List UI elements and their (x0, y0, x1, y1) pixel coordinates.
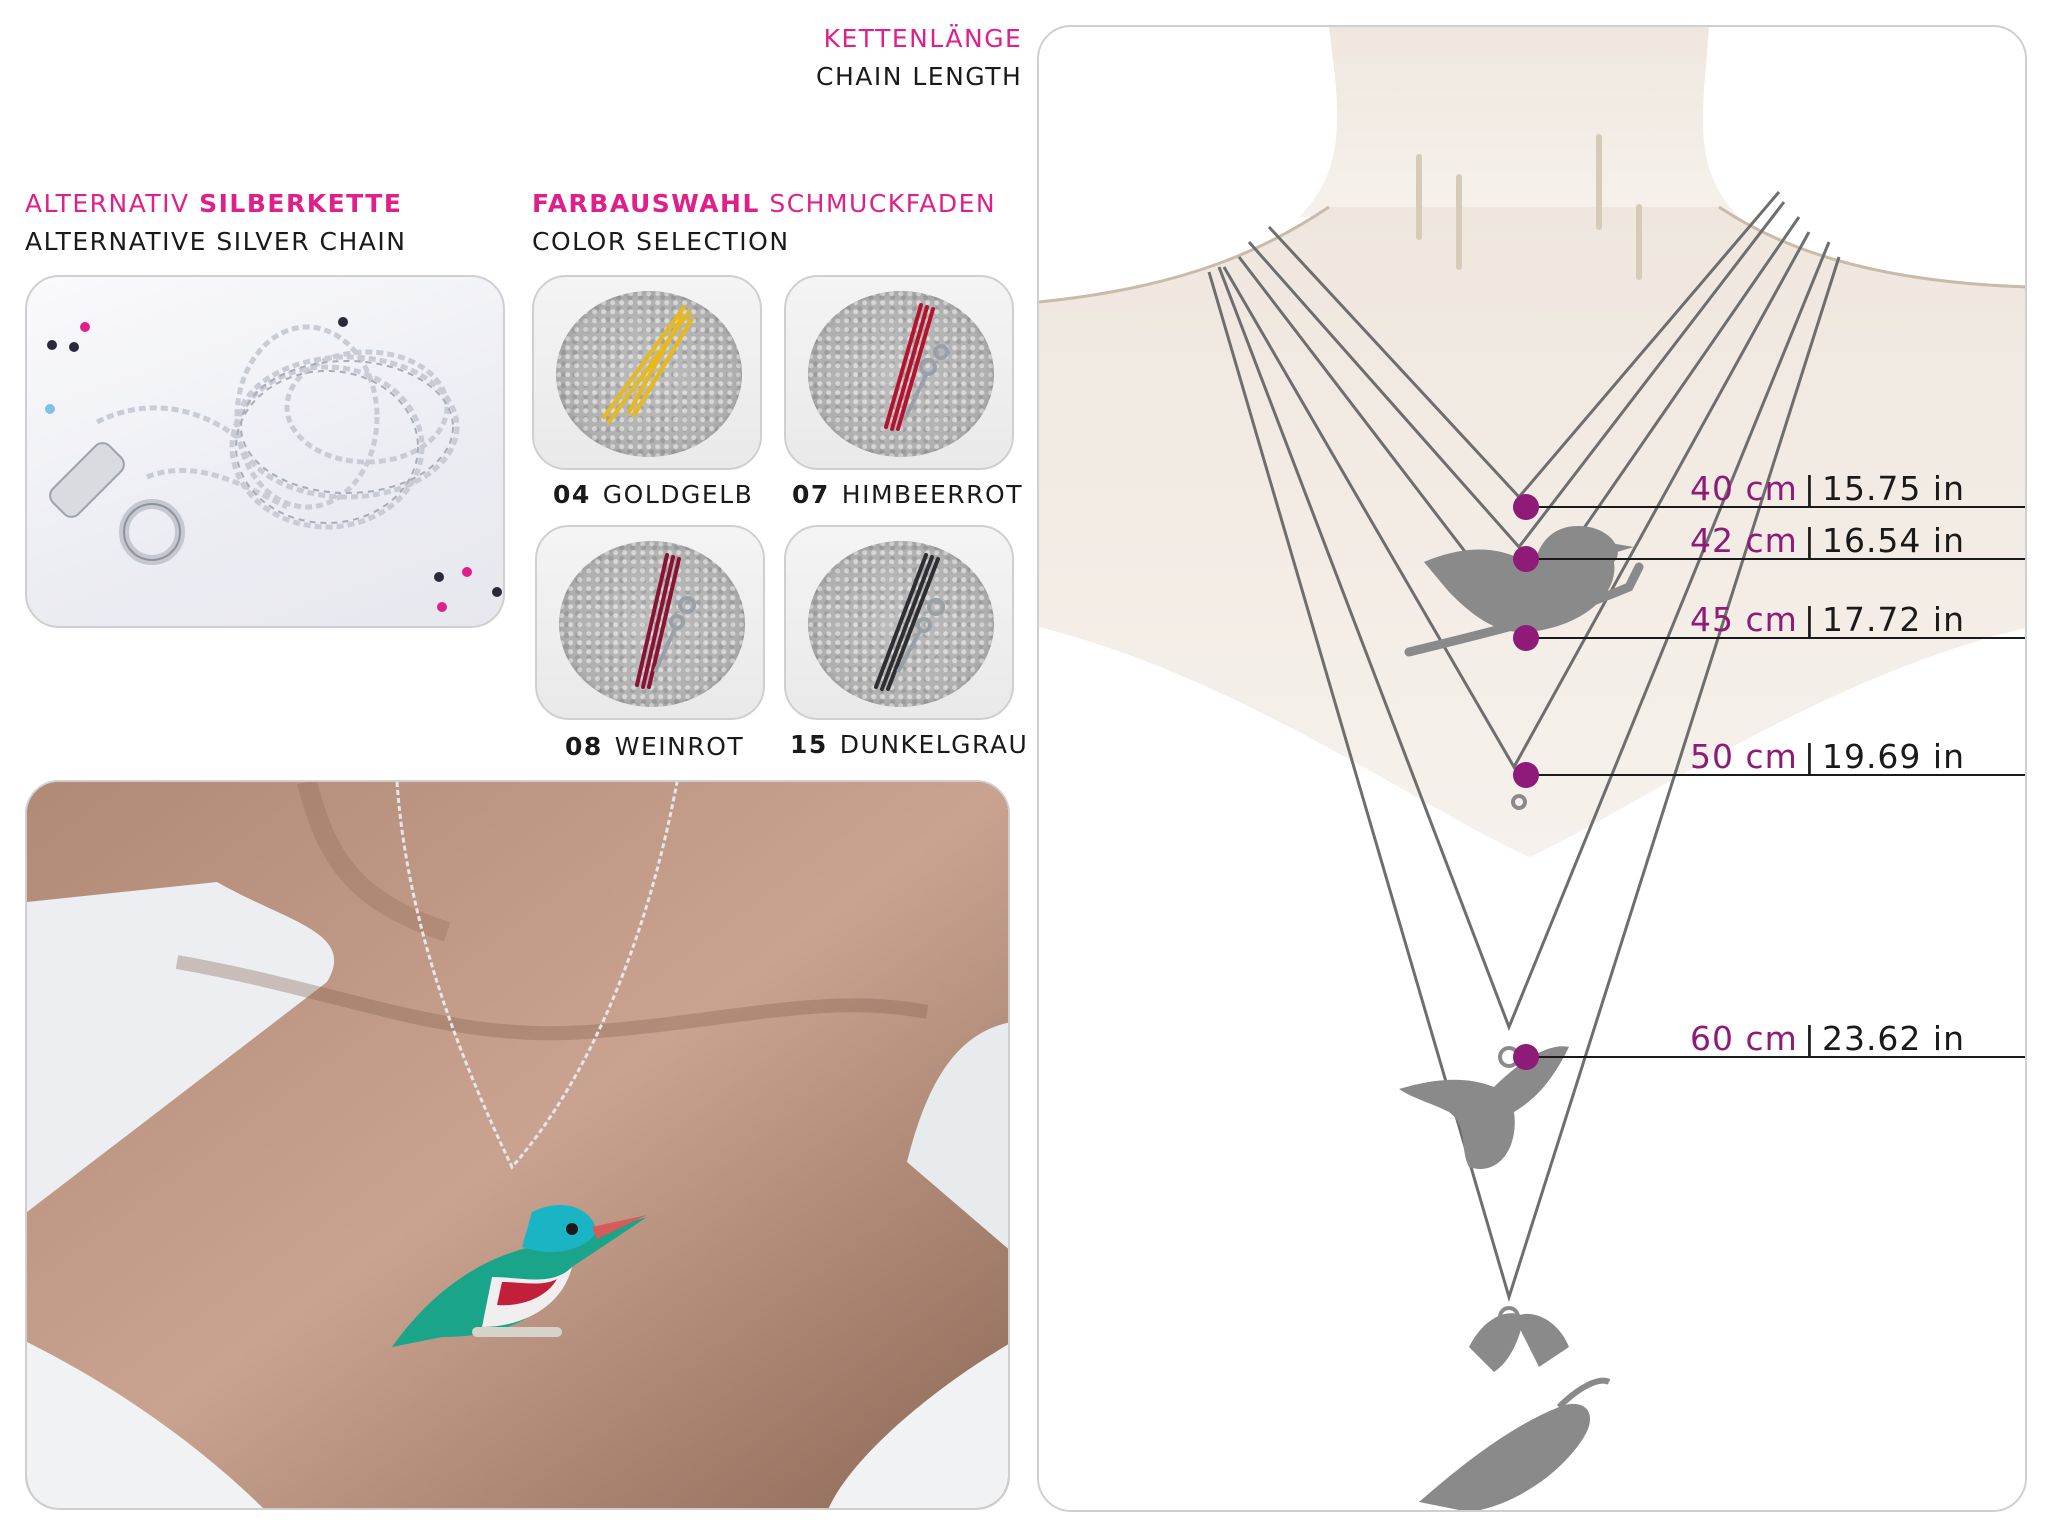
model-photo (25, 780, 1010, 1510)
swatch-label-dunkelgrau: 15 DUNKELGRAU (790, 730, 1028, 759)
silver-chain-title-de: ALTERNATIV SILBERKETTE (25, 185, 406, 223)
chain-length-title-de: KETTENLÄNGE (823, 24, 1023, 53)
swatch-himbeerrot[interactable] (784, 275, 1014, 470)
swatch-code: 04 (553, 480, 591, 509)
measure-60cm: 60 cm|23.62 in (1690, 1019, 1965, 1058)
swatch-goldgelb[interactable] (532, 275, 762, 470)
measure-inch: 15.75 in (1821, 469, 1965, 508)
silver-chain-illustration (45, 317, 502, 612)
swatch-weinrot[interactable] (535, 525, 765, 720)
measure-cm: 60 cm (1690, 1019, 1798, 1058)
silver-chain-image (25, 275, 505, 628)
measure-separator: | (1803, 600, 1816, 639)
chain-length-title-en: CHAIN LENGTH (816, 62, 1023, 91)
silver-chain-title-bold: SILBERKETTE (199, 189, 403, 218)
chain-length-chart: 40 cm|15.75 in 42 cm|16.54 in 45 cm|17.7… (1037, 25, 2027, 1512)
measure-inch: 17.72 in (1821, 600, 1965, 639)
swatch-code: 07 (792, 480, 830, 509)
measure-inch: 16.54 in (1821, 521, 1965, 560)
measure-separator: | (1803, 469, 1816, 508)
swatch-name: WEINROT (614, 732, 745, 761)
swatch-label-himbeerrot: 07 HIMBEERROT (792, 480, 1023, 509)
measure-42cm: 42 cm|16.54 in (1690, 521, 1965, 560)
swatch-name: HIMBEERROT (841, 480, 1023, 509)
marker-dot-40cm (1513, 494, 1539, 520)
swatch-dunkelgrau[interactable] (784, 525, 1014, 720)
swatch-label-goldgelb: 04 GOLDGELB (553, 480, 753, 509)
swatch-code: 08 (565, 732, 603, 761)
measure-inch: 19.69 in (1821, 737, 1965, 776)
measure-cm: 40 cm (1690, 469, 1798, 508)
chain-length-heading: KETTENLÄNGE CHAIN LENGTH (816, 20, 1022, 96)
marker-dot-42cm (1513, 546, 1539, 572)
measure-cm: 50 cm (1690, 737, 1798, 776)
swatch-name: DUNKELGRAU (839, 730, 1029, 759)
color-selection-heading: FARBAUSWAHL SCHMUCKFADEN COLOR SELECTION (532, 185, 996, 261)
measure-50cm: 50 cm|19.69 in (1690, 737, 1965, 776)
measure-separator: | (1803, 521, 1816, 560)
color-selection-title-en: COLOR SELECTION (532, 227, 790, 256)
swatch-label-weinrot: 08 WEINROT (565, 732, 744, 761)
thread-himbeerrot (884, 303, 949, 431)
measure-45cm: 45 cm|17.72 in (1690, 600, 1965, 639)
marker-dot-45cm (1513, 625, 1539, 651)
model-photo-illustration (27, 782, 1008, 1508)
mannequin-illustration (1039, 27, 2025, 1510)
thread-dunkelgrau (874, 553, 945, 691)
thread-weinrot (635, 553, 696, 689)
marker-dot-60cm (1513, 1044, 1539, 1070)
marker-dot-50cm (1513, 762, 1539, 788)
thread-goldgelb (602, 305, 694, 424)
color-selection-title-suffix: SCHMUCKFADEN (759, 189, 997, 218)
swatch-name: GOLDGELB (602, 480, 754, 509)
color-selection-title-de: FARBAUSWAHL SCHMUCKFADEN (532, 185, 996, 223)
measure-cm: 42 cm (1690, 521, 1798, 560)
measure-cm: 45 cm (1690, 600, 1798, 639)
color-selection-title-bold: FARBAUSWAHL (532, 189, 760, 218)
measure-separator: | (1803, 1019, 1816, 1058)
measure-40cm: 40 cm|15.75 in (1690, 469, 1965, 508)
silver-chain-title-en: ALTERNATIVE SILVER CHAIN (25, 227, 407, 256)
silver-chain-title-prefix: ALTERNATIV (25, 189, 200, 218)
silver-chain-heading: ALTERNATIV SILBERKETTE ALTERNATIVE SILVE… (25, 185, 406, 261)
measure-separator: | (1803, 737, 1816, 776)
measure-inch: 23.62 in (1821, 1019, 1965, 1058)
swatch-code: 15 (790, 730, 828, 759)
